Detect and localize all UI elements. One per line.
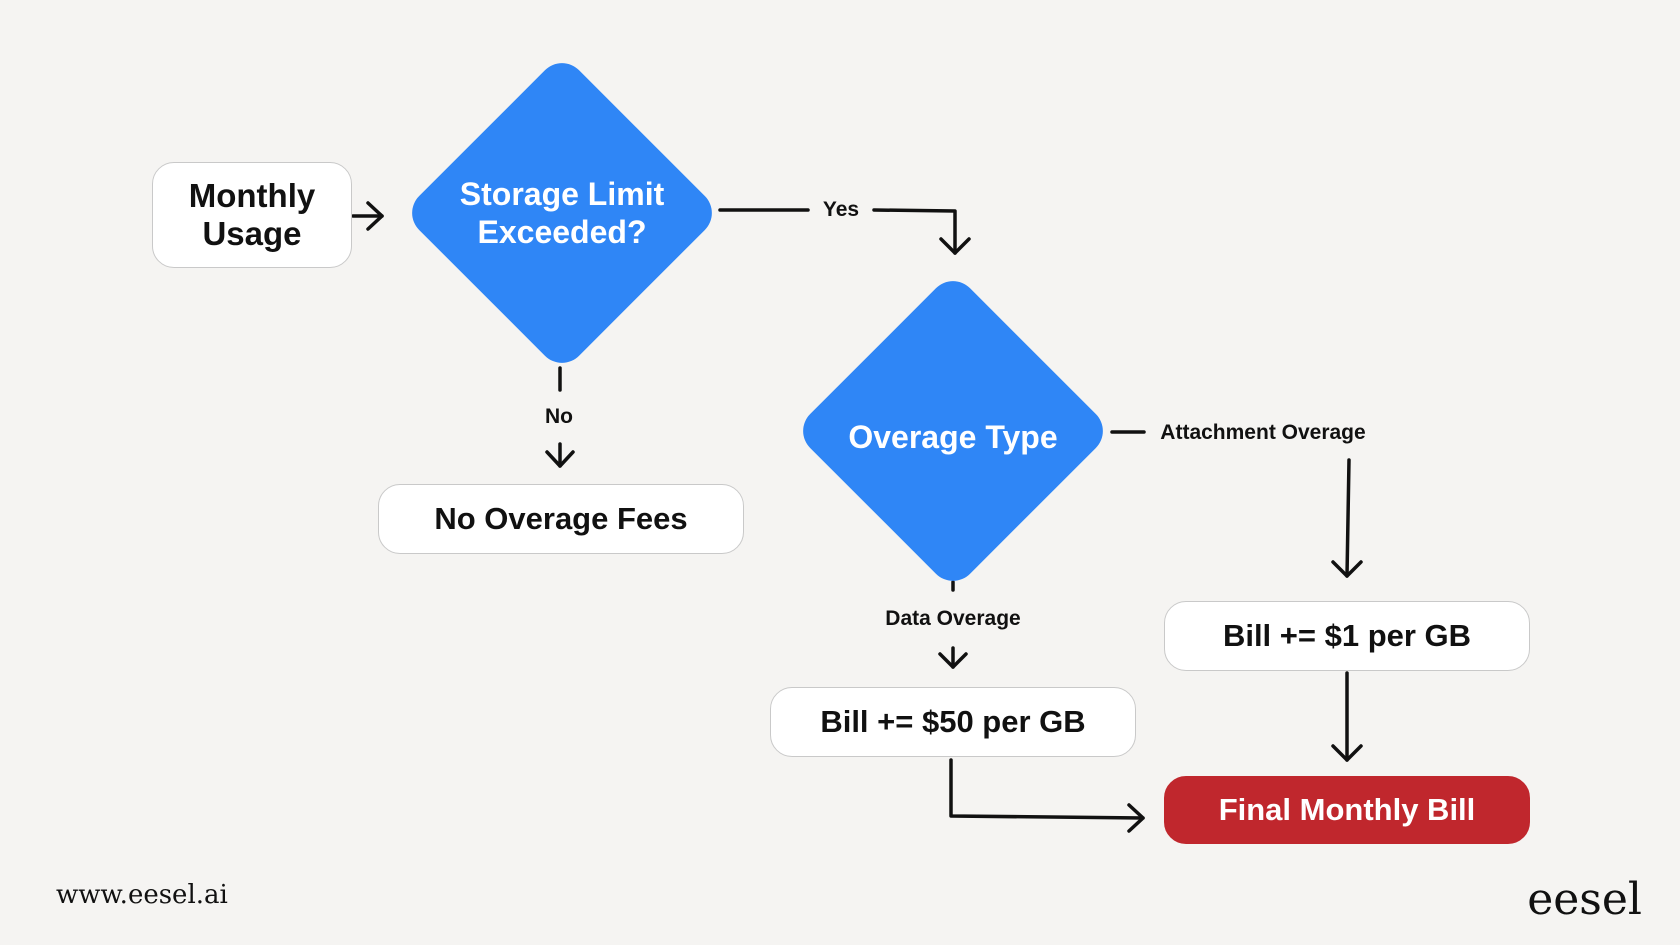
node-monthly-usage: Monthly Usage xyxy=(152,162,352,268)
node-bill-data-label: Bill += $50 per GB xyxy=(820,704,1086,740)
arrowhead-usage-to-storage xyxy=(366,201,384,231)
arrowhead-yes-to-overage xyxy=(939,237,971,255)
node-monthly-usage-label: Monthly Usage xyxy=(188,177,316,252)
node-no-overage-fees-label: No Overage Fees xyxy=(434,501,688,537)
node-bill-attachment-label: Bill += $1 per GB xyxy=(1222,618,1472,654)
node-bill-data: Bill += $50 per GB xyxy=(770,687,1136,757)
node-final-monthly-bill: Final Monthly Bill xyxy=(1164,776,1530,844)
eesel-logo: eesel xyxy=(1527,874,1642,925)
node-final-monthly-bill-label: Final Monthly Bill xyxy=(1218,792,1476,828)
edge-label-no: No xyxy=(545,405,573,428)
node-bill-attachment: Bill += $1 per GB xyxy=(1164,601,1530,671)
arrowhead-no-to-fees xyxy=(545,450,575,468)
decision-storage-limit-label: Storage Limit Exceeded? xyxy=(459,175,665,250)
decision-overage-type-label: Overage Type xyxy=(848,418,1058,455)
edge-label-attachment-overage: Attachment Overage xyxy=(1160,421,1366,444)
arrowhead-data-to-bill50 xyxy=(938,652,968,669)
line-bill50-to-final xyxy=(949,758,1145,820)
edge-label-yes: Yes xyxy=(822,198,860,221)
line-attachment-to-bill1 xyxy=(1345,458,1351,578)
arrowhead-bill50-to-final xyxy=(1127,803,1145,833)
edge-label-data-overage: Data Overage xyxy=(885,607,1021,630)
arrowhead-attachment-to-bill1 xyxy=(1331,560,1363,578)
arrowhead-bill1-to-final xyxy=(1331,744,1363,762)
line-yes-to-overage xyxy=(872,208,957,255)
node-no-overage-fees: No Overage Fees xyxy=(378,484,744,554)
footer-url: www.eesel.ai xyxy=(56,880,228,910)
